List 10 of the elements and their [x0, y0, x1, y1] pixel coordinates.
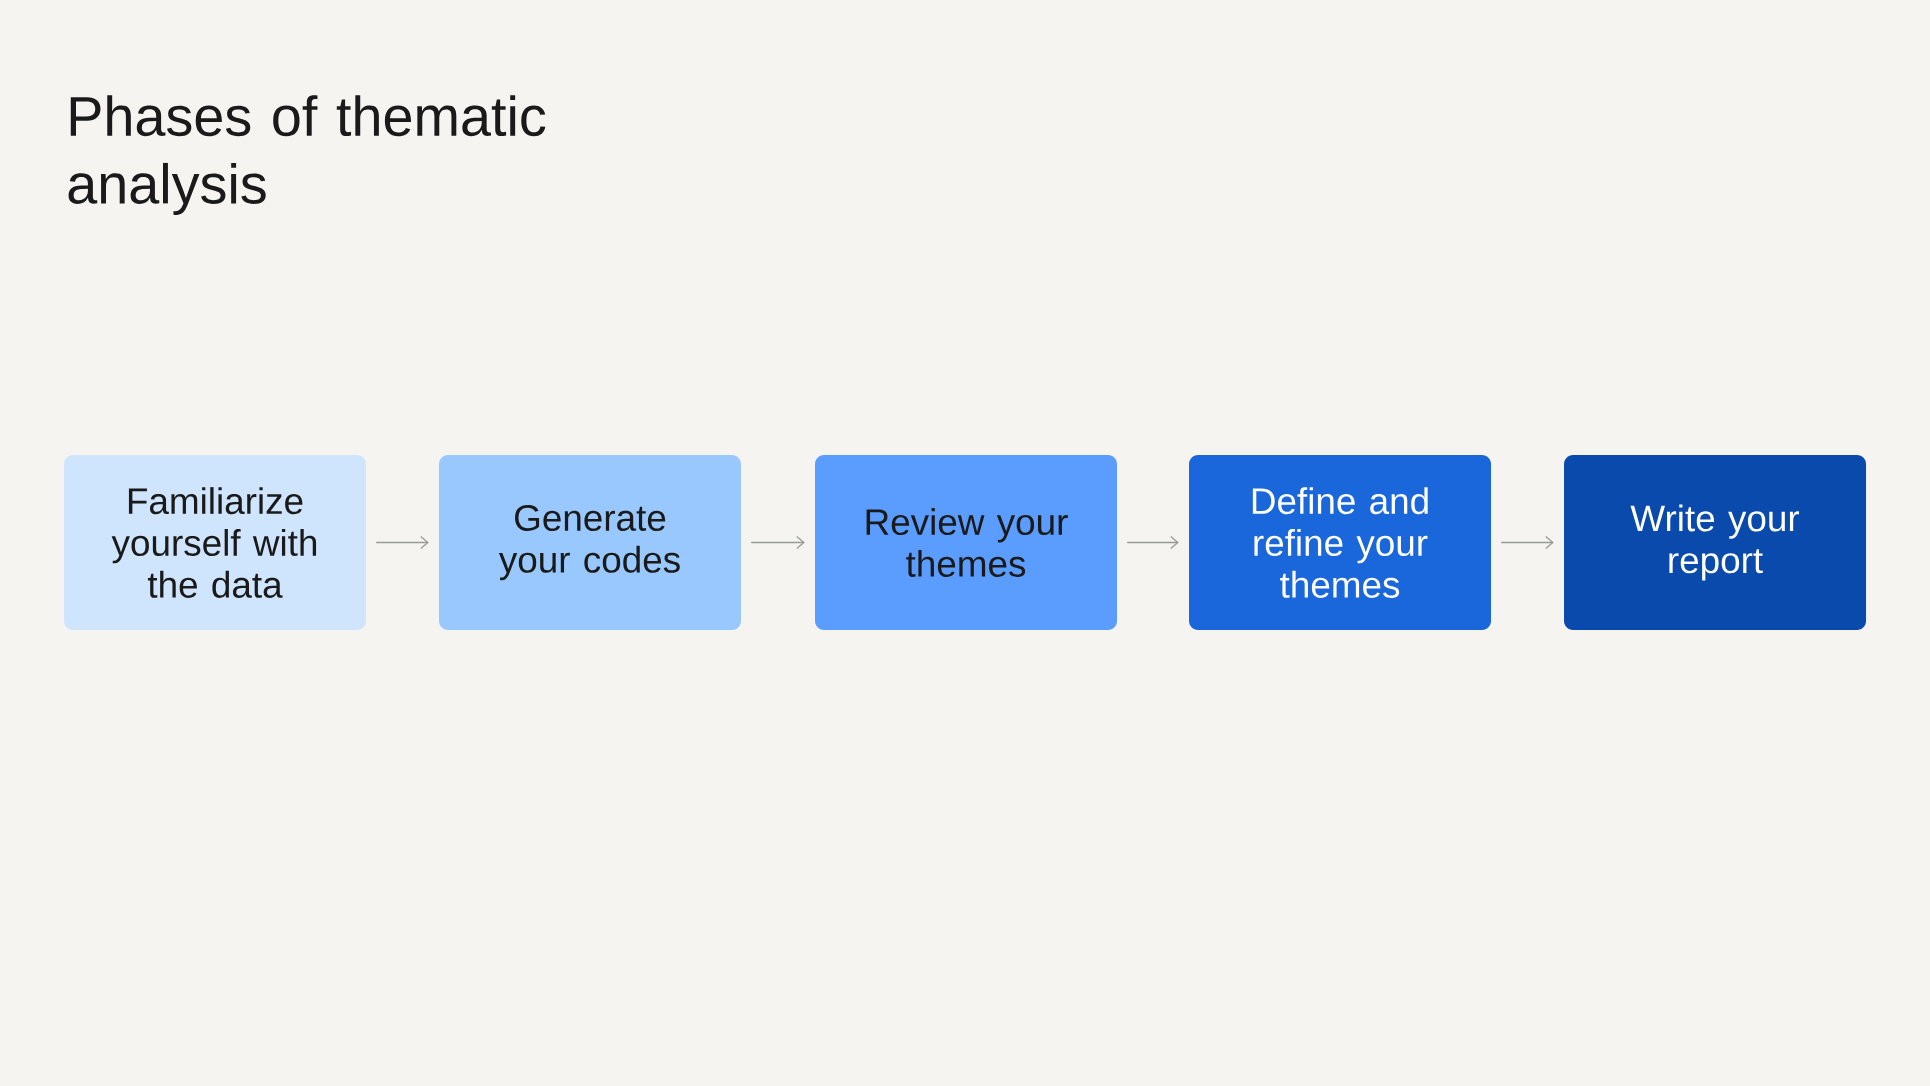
title: Phases of thematic analysis: [68, 95, 546, 215]
arrow: [1500, 535, 1554, 550]
process-box: Review your themes: [815, 455, 1117, 630]
process-box: Familiarize yourself with the data: [64, 455, 366, 630]
arrow: [375, 535, 429, 550]
process-box: Define and refine your themes: [1189, 455, 1491, 630]
process-box: Generate your codes: [439, 455, 741, 630]
process-box: Write your report: [1564, 455, 1866, 630]
arrow: [1126, 535, 1179, 550]
arrow: [750, 535, 805, 550]
